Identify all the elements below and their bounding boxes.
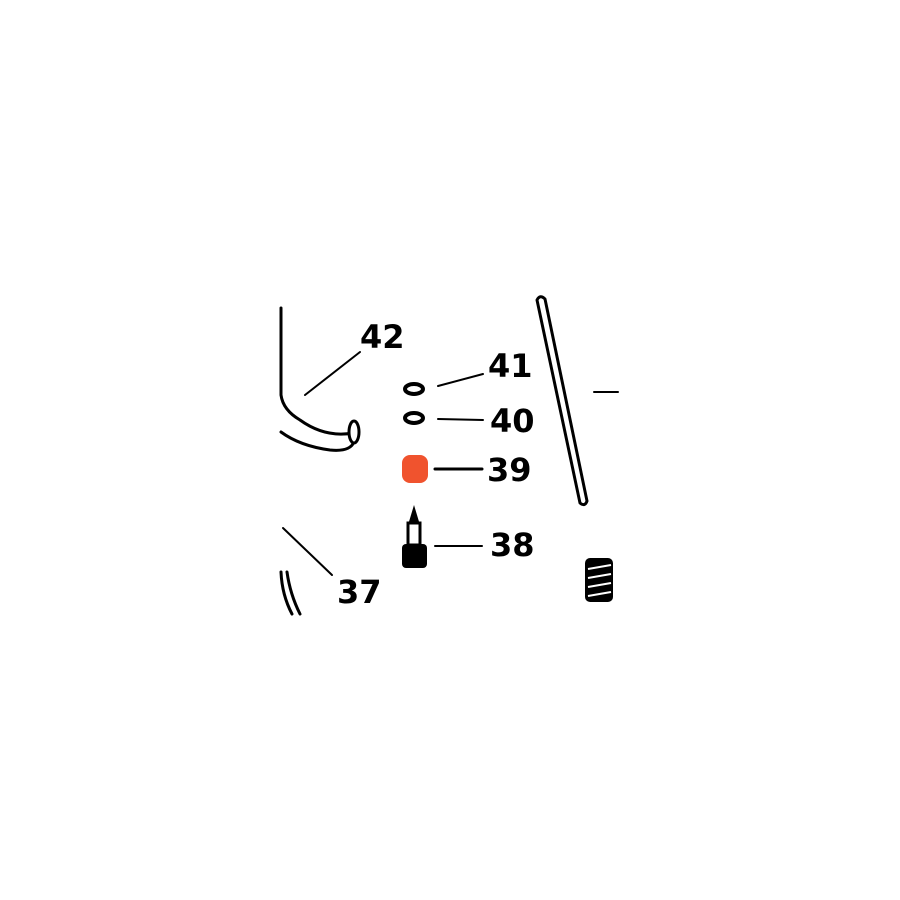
float-needle-icon xyxy=(402,505,427,568)
part-label-38: 38 xyxy=(490,526,535,564)
washer-icon xyxy=(403,382,425,396)
needle-seat-icon xyxy=(402,455,428,483)
float-arm-icon xyxy=(279,306,361,452)
part-label-42: 42 xyxy=(360,318,405,356)
rod-icon xyxy=(535,295,589,507)
part-label-37: 37 xyxy=(337,573,382,611)
screw-icon xyxy=(585,558,613,602)
part-label-39: 39 xyxy=(487,451,532,489)
leader-line-41 xyxy=(437,373,484,387)
leader-line-40 xyxy=(437,418,484,421)
part-label-40: 40 xyxy=(490,402,535,440)
leader-line-37 xyxy=(282,527,333,576)
float-bowl-icon xyxy=(279,570,302,616)
part-label-41: 41 xyxy=(488,347,533,385)
washer-icon xyxy=(403,411,425,425)
leader-line-42 xyxy=(304,351,361,396)
